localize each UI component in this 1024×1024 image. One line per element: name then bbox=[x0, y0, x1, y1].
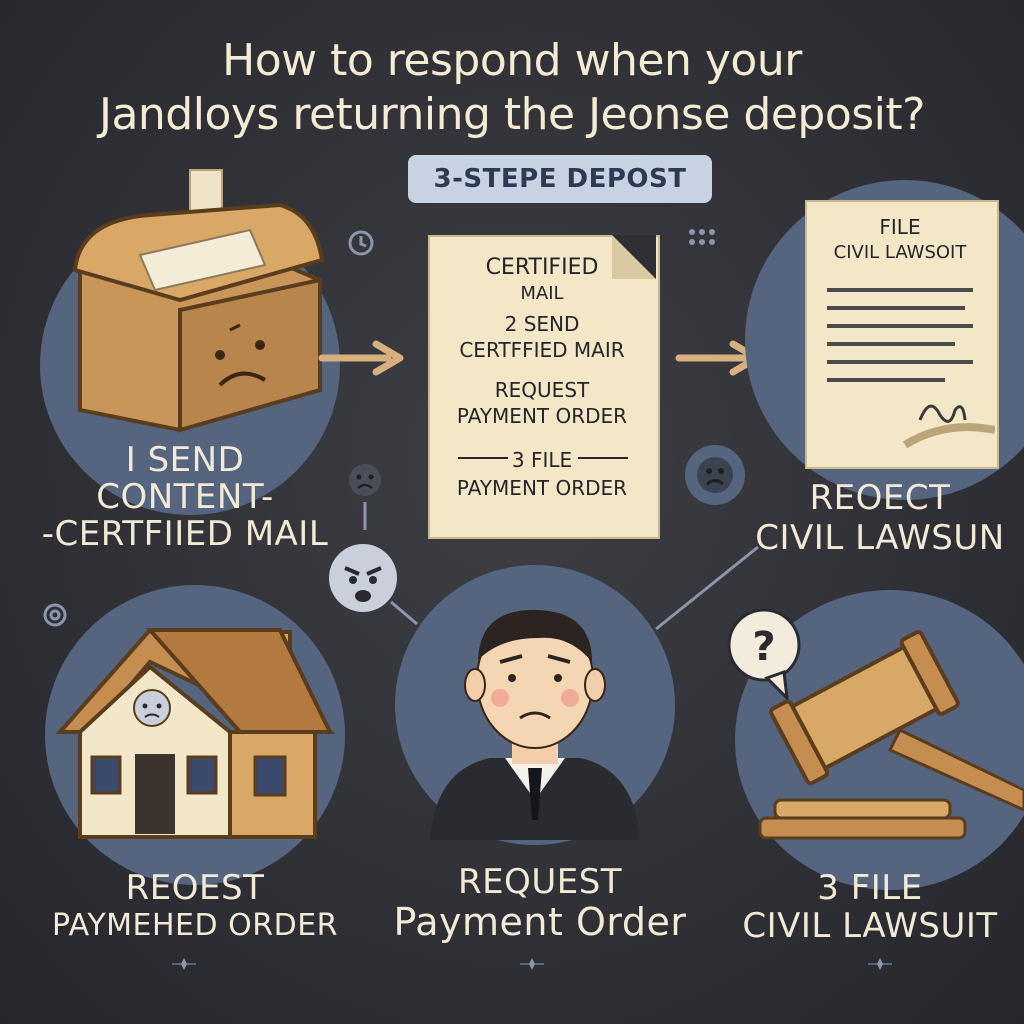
caption-reject-line2: CIVIL LAWSUN bbox=[755, 518, 1005, 558]
sad-face-icon bbox=[685, 445, 745, 505]
doc-line6: PAYMENT ORDER bbox=[456, 404, 628, 428]
mailbox-icon bbox=[72, 169, 325, 433]
caption-send-line3: -CERTFIIED MAIL bbox=[41, 514, 329, 554]
caption-reject-line1: REOECT bbox=[809, 478, 951, 518]
doc-divider bbox=[458, 457, 628, 459]
house-icon bbox=[55, 628, 336, 839]
caption-bottom-left-line1: REOEST bbox=[125, 868, 265, 908]
frown-face-icon bbox=[349, 464, 381, 530]
doc-line1: CERTIFIED bbox=[485, 255, 599, 280]
doc-line2: MAIL bbox=[520, 283, 564, 304]
doc-line5: REQUEST bbox=[494, 378, 590, 402]
doc-line8: PAYMENT ORDER bbox=[456, 476, 628, 500]
lawsuit-doc-line2: CIVIL LAWSOIT bbox=[833, 242, 967, 263]
dots-icon bbox=[689, 229, 715, 245]
gavel-icon bbox=[758, 630, 1024, 840]
star-marker-icon bbox=[172, 958, 196, 970]
clock-icon bbox=[348, 230, 374, 256]
caption-bottom-left-line2: PAYMEHED ORDER bbox=[51, 908, 339, 943]
caption-send-line2: CONTENT- bbox=[96, 477, 274, 517]
connector-line bbox=[655, 545, 759, 631]
doc-line4: CERTFFIED MAIR bbox=[459, 338, 625, 362]
caption-send-line1: I SEND bbox=[125, 440, 245, 480]
page-fold-icon bbox=[612, 235, 656, 279]
doc-line3: 2 SEND bbox=[504, 312, 580, 336]
caption-bottom-right-line2: CIVIL LAWSUIT bbox=[742, 906, 998, 946]
angry-face-icon bbox=[329, 544, 418, 626]
caption-bottom-right-line1: 3 FILE bbox=[817, 868, 923, 908]
arrow-right-icon bbox=[318, 340, 404, 376]
worried-person-icon bbox=[430, 609, 640, 840]
caption-bottom-center-line2: Payment Order bbox=[393, 900, 687, 944]
title-line-1: How to respond when your bbox=[222, 35, 802, 86]
question-mark: ? bbox=[752, 624, 775, 670]
caption-bottom-center-line1: REQUEST bbox=[457, 862, 623, 902]
swirl-icon bbox=[43, 603, 67, 627]
steps-badge: 3-STEPE DEPOST bbox=[408, 155, 712, 203]
doc-line7: 3 FILE bbox=[511, 448, 573, 472]
star-marker-icon bbox=[868, 958, 892, 970]
speech-bubble-icon: ? bbox=[727, 608, 801, 703]
document-lines-icon bbox=[827, 288, 995, 449]
lawsuit-doc-line1: FILE bbox=[879, 215, 921, 239]
title-line-2: Jandloys returning the Jeonse deposit? bbox=[98, 89, 926, 140]
center-document bbox=[428, 235, 660, 539]
star-marker-icon bbox=[520, 958, 544, 970]
